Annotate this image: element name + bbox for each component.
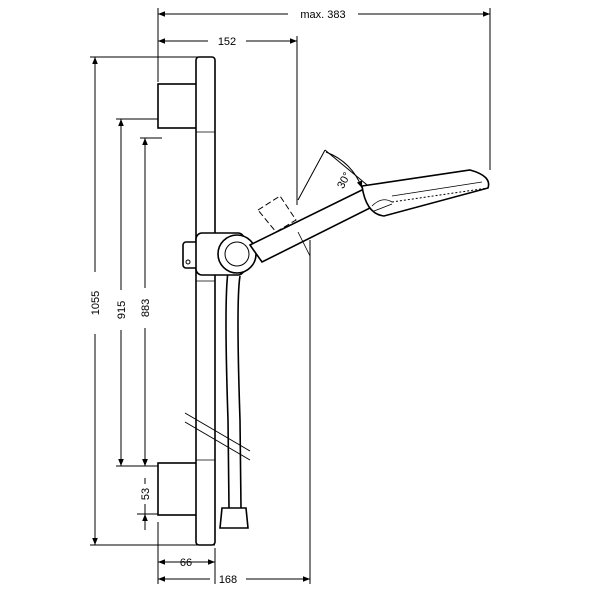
shower-rail	[157, 56, 251, 546]
top-width-label: 152	[218, 36, 236, 48]
dimension-lines	[92, 11, 490, 582]
total-height-label: 1055	[90, 291, 102, 315]
hand-shower	[248, 169, 490, 264]
holder-knob	[217, 234, 257, 274]
hose-connector	[219, 507, 249, 529]
bottom-wall-bracket	[157, 462, 201, 516]
alternate-position-outline	[257, 195, 297, 233]
angle-label: 30°	[335, 170, 353, 190]
bottom-width-label: 66	[180, 557, 192, 569]
rail-bar	[195, 56, 216, 546]
top-wall-bracket	[157, 83, 201, 129]
max-width-label: max. 383	[300, 9, 345, 21]
sliding-holder	[182, 232, 257, 276]
shower-head	[361, 169, 490, 217]
base-width-label: 168	[219, 574, 237, 586]
bottom-offset-label: 53	[140, 488, 152, 500]
dimension-labels: max. 383 152 1055 915 883 53 66 168 30°	[90, 9, 354, 586]
shower-hose	[219, 271, 249, 529]
nozzle-face	[391, 187, 489, 203]
break-mark	[184, 412, 251, 452]
inner-height-label: 883	[140, 299, 152, 317]
shower-handle	[248, 186, 380, 264]
mid-height-label: 915	[116, 301, 128, 319]
